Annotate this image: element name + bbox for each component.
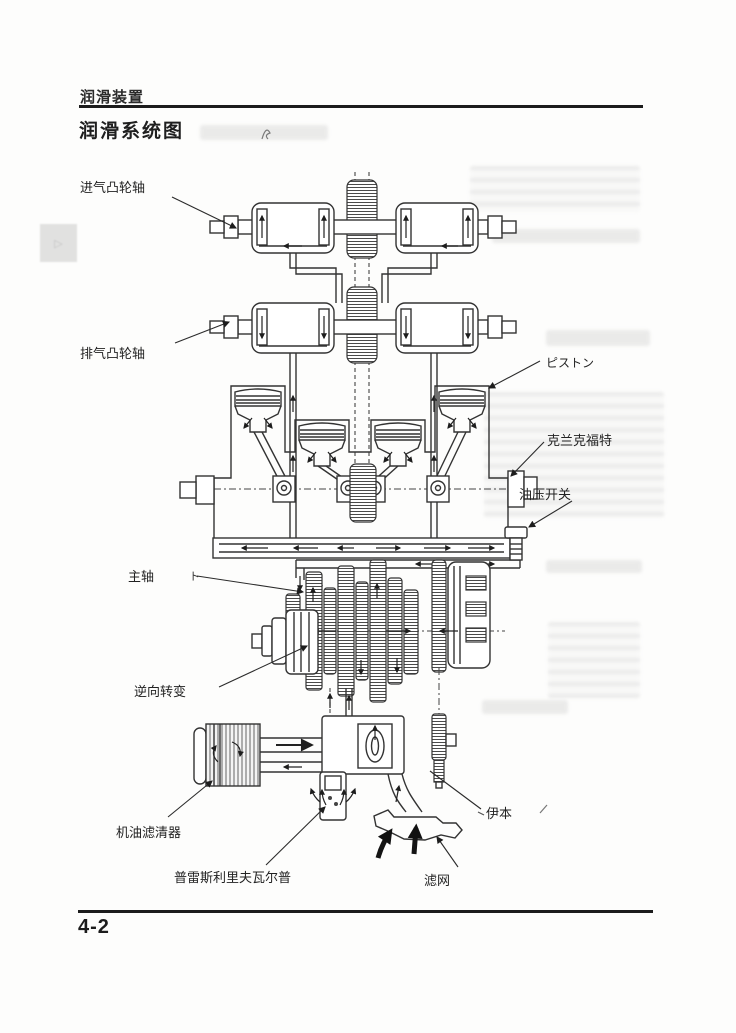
page-title: 润滑系统图: [79, 121, 185, 142]
bleedthrough-smudge: [546, 330, 650, 346]
label-intake-camshaft: 进气凸轮轴: [80, 180, 145, 195]
tick-mark: [539, 804, 548, 814]
bleedthrough-smudge: [482, 700, 568, 714]
tick-mark: [477, 811, 485, 816]
label-oil-pump: 伊本: [486, 806, 512, 821]
oil-pump-icon: [321, 688, 405, 775]
relief-valve-icon: [309, 771, 357, 821]
label-oil-filter: 机油滤清器: [116, 825, 181, 840]
piston-icon: [234, 388, 289, 483]
scan-artifact-blob: ▷: [40, 224, 77, 262]
footer-rule: [78, 910, 653, 913]
page-number: 4-2: [78, 916, 110, 938]
bleedthrough-smudge: [470, 166, 640, 212]
pen-mark: [261, 129, 271, 140]
clutch-icon: [431, 559, 491, 789]
crankshaft-icon: [179, 463, 538, 523]
label-strainer: 滤网: [424, 873, 450, 888]
oil-pressure-switch-icon: [504, 526, 528, 561]
bleedthrough-smudge: [492, 229, 640, 243]
header-rule: [79, 105, 643, 108]
triangle-mark: ▷: [54, 237, 63, 250]
intake-camshaft-icon: [209, 202, 517, 303]
oil-strainer-icon: [373, 773, 463, 859]
label-main-shaft: 主轴: [128, 569, 154, 584]
section-header: 润滑装置: [80, 89, 145, 106]
bleedthrough-smudge: [548, 622, 640, 698]
reverse-converter-icon: [251, 609, 319, 675]
oil-filter-icon: [193, 723, 322, 787]
bleedthrough-smudge: [546, 560, 642, 573]
piston-icon: [298, 422, 353, 485]
callout-lines: [167, 129, 573, 868]
label-piston: ピストン: [546, 356, 594, 370]
piston-icon: [369, 422, 422, 485]
label-crankshaft: 克兰克福特: [547, 433, 612, 448]
label-exhaust-camshaft: 排气凸轮轴: [80, 346, 145, 361]
label-main-shaft-tick: ト: [189, 571, 200, 583]
label-reverse-converter: 逆向转变: [134, 684, 186, 699]
piston-icon: [433, 388, 486, 483]
diagram-labels: 进气凸轮轴 排气凸轮轴 ピストン 克兰克福特 油压开关 主轴 ト 逆向转变 机油…: [80, 180, 612, 888]
exhaust-camshaft-icon: [209, 302, 517, 540]
label-oil-pressure-switch: 油压开关: [519, 487, 571, 502]
label-relief-valve: 普雷斯利里夫瓦尔普: [174, 870, 291, 885]
